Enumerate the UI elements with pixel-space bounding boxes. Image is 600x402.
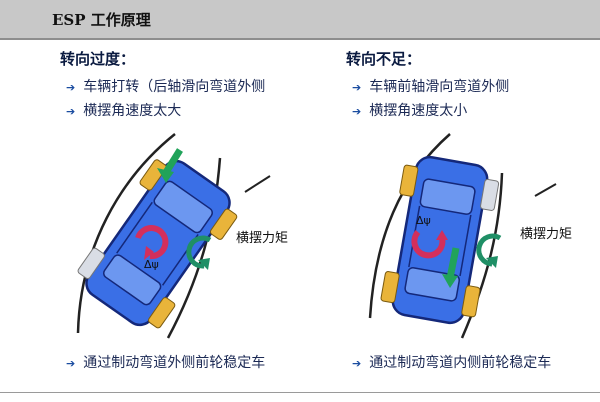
green-arrow-icon [446,247,460,279]
delta-label: Δψ [416,214,431,227]
wheel-rear-right [148,297,176,329]
rotation-arrow-icon [186,235,212,269]
left-footer: ➔ 通过制动弯道外侧前轮稳定车 [66,352,265,372]
wheel-front-left [399,164,419,197]
rotation-arrow-icon [135,225,169,260]
right-title: 转向不足： [346,50,422,68]
left-title: 转向过度： [60,50,136,68]
wheel-rear-left [380,271,400,304]
wheel-front-right [480,178,500,211]
bottom-divider [0,392,600,393]
left-bullet-2: ➔ 横摆角速度太大 [66,100,181,120]
road-mark [534,183,557,197]
rotation-arrow-icon [476,233,502,267]
yaw-moment-label: 横摆力矩 [236,231,288,246]
road-outer-curve [460,172,504,339]
right-arrow-icon: ➔ [66,357,76,370]
rotation-arrow-icon [411,229,446,259]
right-arrow-icon: ➔ [352,81,362,94]
header-bar: ESP 工作原理 [0,0,600,40]
car-rear-window [103,254,162,306]
car-body [85,159,231,327]
wheel-rear-right [461,285,481,318]
wheel-front-right [209,208,238,240]
left-bullet-2-text: 横摆角速度太大 [83,103,182,119]
right-arrow-icon: ➔ [352,357,362,370]
oversteer-diagram: Δψ 横摆力矩 [76,133,288,339]
left-footer-text: 通过制动弯道外侧前轮稳定车 [83,355,266,371]
road-mark [244,175,271,193]
right-arrow-icon: ➔ [352,105,362,118]
car [77,159,238,329]
right-arrow-icon: ➔ [66,81,76,94]
left-bullet-1: ➔ 车辆打转（后轴滑向弯道外侧 [66,76,265,96]
road-outer-curve [166,157,222,339]
page-title: ESP 工作原理 [52,11,151,29]
delta-label: Δψ [144,258,159,271]
yaw-moment-label: 横摆力矩 [520,227,572,242]
right-arrow-icon: ➔ [66,105,76,118]
wheel-front-left [139,159,167,191]
road-inner-curve [368,133,451,319]
right-bullet-2-text: 横摆角速度太小 [369,103,468,119]
road-inner-curve [76,133,176,334]
right-bullet-1-text: 车辆前轴滑向弯道外侧 [369,79,510,95]
car-windshield [153,180,213,234]
right-bullet-1: ➔ 车辆前轴滑向弯道外侧 [352,76,509,96]
right-bullet-2: ➔ 横摆角速度太小 [352,100,467,120]
right-footer: ➔ 通过制动弯道内侧前轮稳定车 [352,352,551,372]
understeer-diagram: Δψ 横摆力矩 [368,133,572,339]
car-windshield [419,178,476,215]
right-footer-text: 通过制动弯道内侧前轮稳定车 [369,355,552,371]
wheel-rear-left [77,247,105,280]
green-arrow-icon [162,148,183,176]
left-bullet-1-text: 车辆打转（后轴滑向弯道外侧 [83,79,266,95]
